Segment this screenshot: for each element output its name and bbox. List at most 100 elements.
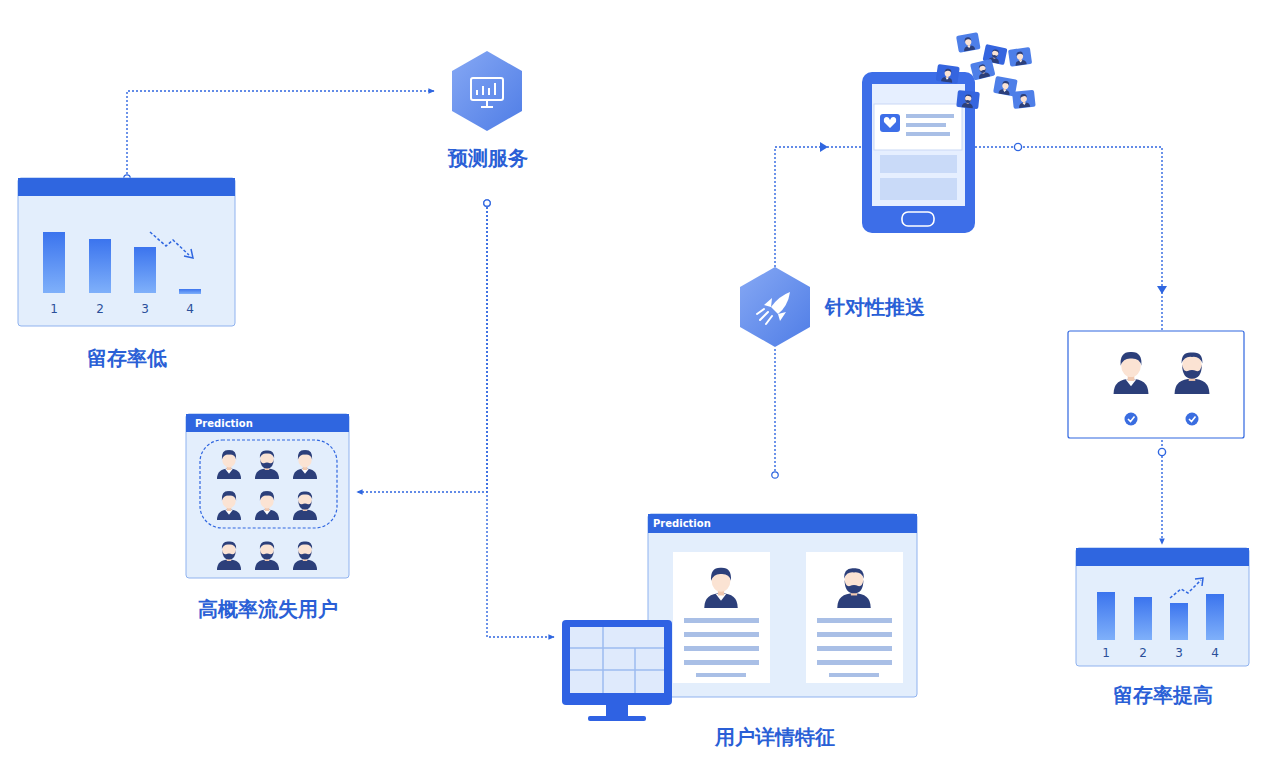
phone-part-part-part xyxy=(1018,93,1031,108)
retained-users-box xyxy=(1068,286,1244,456)
panel-header: Prediction xyxy=(195,414,335,432)
bar-chart-high-part xyxy=(1206,594,1224,640)
phone-part-part xyxy=(936,64,960,84)
churn-users-panel-part xyxy=(217,541,241,570)
user-features-panel-part-part xyxy=(696,673,746,677)
monitor-part xyxy=(570,627,664,693)
phone-part-part-part xyxy=(998,80,1011,95)
prediction-service-icon-part xyxy=(452,51,522,131)
flow-connector xyxy=(357,203,487,492)
targeted-push-icon-part xyxy=(740,267,810,347)
churn-users-panel-part xyxy=(293,450,317,479)
retained-users-box-part xyxy=(1114,352,1149,394)
phone-part-part-part xyxy=(941,68,954,83)
user-features-panel-part xyxy=(648,514,917,697)
phone-part-part-part xyxy=(962,94,975,108)
phone-part xyxy=(1014,143,1021,150)
node-label: 用户详情特征 xyxy=(675,723,875,751)
phone-part-part xyxy=(1008,47,1032,67)
user-features-panel-part-part xyxy=(817,646,892,651)
bar-chart-low-part xyxy=(43,232,65,293)
axis-label: 3 xyxy=(1169,646,1189,660)
axis-label: 1 xyxy=(1096,646,1116,660)
bar-chart-high-part xyxy=(1170,603,1188,640)
axis-label: 2 xyxy=(1133,646,1153,660)
monitor-part xyxy=(606,705,628,717)
bar-chart-low xyxy=(18,178,235,326)
churn-users-panel-part xyxy=(217,491,241,520)
prediction-service-icon-part xyxy=(481,100,493,107)
node-label: 高概率流失用户 xyxy=(186,595,349,623)
phone-part xyxy=(872,84,965,206)
node-label: 预测服务 xyxy=(440,144,535,172)
phone-part-part xyxy=(956,90,980,109)
bar-chart-high xyxy=(1076,548,1249,666)
monitor-part xyxy=(570,627,664,693)
retained-users-box-part xyxy=(1175,352,1210,394)
bar-chart-high-part xyxy=(1195,578,1203,586)
user-features-panel-part-part xyxy=(829,673,879,677)
retained-users-box-part xyxy=(1125,413,1138,426)
phone-part xyxy=(874,104,962,150)
targeted-push: 针对性推送 xyxy=(735,267,950,347)
phone-part-part xyxy=(1012,90,1036,109)
churn-users-panel-part xyxy=(200,440,337,528)
bar-chart-high-part xyxy=(1076,548,1249,566)
phone-part xyxy=(906,132,950,136)
phone-part xyxy=(936,32,1036,109)
monitor-part xyxy=(588,716,646,721)
phone-part-part-part xyxy=(956,32,981,53)
user-features-panel-part-part xyxy=(684,660,759,665)
bar-chart-low-part xyxy=(89,239,111,293)
retained-users-box-part xyxy=(1157,286,1167,294)
phone-part-part-part xyxy=(1012,90,1036,109)
churn-users-panel-part xyxy=(186,414,349,578)
retained-users-box-part xyxy=(1158,448,1165,455)
churn-users-panel xyxy=(186,414,349,578)
prediction-service-icon xyxy=(452,51,522,131)
phone-part xyxy=(906,114,954,118)
bar-chart-high-part xyxy=(1097,592,1115,640)
prediction-service-icon-part xyxy=(471,78,503,100)
phone-part-part-part xyxy=(1008,47,1032,67)
phone-part xyxy=(906,123,946,127)
axis-label: 4 xyxy=(180,302,200,316)
retained-users-box-part xyxy=(1068,331,1244,438)
flow-connector xyxy=(487,203,554,637)
user-features-panel-part-part xyxy=(684,646,759,651)
bar-chart-low-part xyxy=(179,289,201,294)
bar-chart-low-part xyxy=(134,247,156,293)
bar-chart-low-part xyxy=(18,178,235,326)
user-features-panel-part xyxy=(704,568,737,608)
flow-connector xyxy=(774,349,775,475)
user-features-panel-part xyxy=(806,552,903,683)
retained-users-box-part xyxy=(1128,417,1196,422)
user-features-panel-part xyxy=(648,514,917,533)
panel-header: Prediction xyxy=(653,514,853,533)
phone-part-part-part xyxy=(970,59,995,81)
phone-part-part-part xyxy=(956,90,980,109)
user-features-panel-part-part xyxy=(817,618,892,623)
user-features-panel-part xyxy=(673,552,770,683)
user-features-panel-part xyxy=(837,568,870,608)
phone xyxy=(820,32,1036,233)
phone-part xyxy=(880,155,957,173)
bar-chart-high-part xyxy=(1170,580,1201,598)
user-features-panel-part-part xyxy=(817,660,892,665)
user-features-panel xyxy=(648,514,917,697)
churn-users-panel: Prediction 高概率流失用户 xyxy=(186,414,349,624)
bar-chart-low-part xyxy=(18,178,235,196)
prediction-service-icon-part xyxy=(477,83,495,95)
targeted-push-icon-part xyxy=(764,298,786,321)
flow-connector xyxy=(127,91,434,178)
phone-part-part-part xyxy=(962,36,975,51)
user-features-panel-part xyxy=(684,618,892,677)
monitor xyxy=(562,620,672,721)
prediction-service: 预测服务 xyxy=(440,50,535,172)
phone-part-part xyxy=(970,59,995,81)
phone-part xyxy=(880,178,957,200)
user-features-panel: Prediction 用户详情特征 xyxy=(560,514,917,752)
